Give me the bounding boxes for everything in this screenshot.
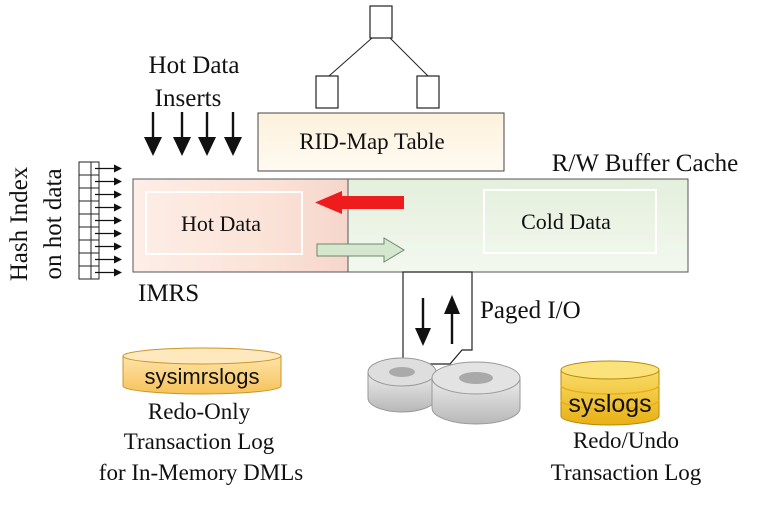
hash-bucket [78, 265, 92, 280]
redo-only-label-line2: Transaction Log [124, 429, 275, 454]
hash-bucket [78, 226, 92, 241]
hash-bucket [78, 161, 92, 176]
green-migration-arrow [316, 237, 405, 263]
cold-data-label: Cold Data [521, 209, 611, 234]
hash-pointer-arrowhead [114, 255, 122, 264]
redo-undo-label-line2: Transaction Log [551, 460, 702, 485]
rid-map-tree [315, 5, 440, 109]
hash-bucket [78, 187, 92, 202]
rid-map-table: RID-Map Table [257, 112, 505, 172]
hash-bucket [78, 239, 92, 254]
rid-map-table-label: RID-Map Table [299, 129, 445, 154]
hot-data-label: Hot Data [181, 211, 261, 236]
sysimrslogs-label: sysimrslogs [145, 364, 260, 389]
imrs-area: Hot Data [132, 178, 349, 273]
buffer-cache-area: Cold Data [347, 178, 689, 273]
hash-index-label-line1: Hash Index [6, 166, 33, 281]
hash-pointer-arrowhead [114, 203, 122, 212]
redo-only-label-line3: for In-Memory DMLs [99, 460, 303, 485]
redo-only-label-line1: Redo-Only [148, 399, 251, 424]
hash-index-buckets [78, 161, 122, 280]
insert-arrows [144, 112, 242, 156]
redo-undo-label-line1: Redo/Undo [573, 428, 679, 453]
hash-pointer-arrowhead [114, 268, 122, 277]
syslogs-cylinder: syslogs [560, 360, 660, 426]
imrs-label: IMRS [138, 280, 199, 307]
hash-bucket [78, 174, 92, 189]
hash-pointer-arrowhead [114, 177, 122, 186]
red-migration-arrow [315, 191, 404, 214]
paged-io-channel [402, 271, 473, 365]
hash-pointer-arrowhead [114, 164, 122, 173]
hot-data-inserts-label-line1: Hot Data [149, 52, 240, 79]
disk-storage-icon [367, 357, 521, 425]
paged-io-label: Paged I/O [480, 297, 581, 324]
hash-index-label-line2: on hot data [40, 168, 67, 279]
hot-data-inserts-label-line2: Inserts [155, 85, 222, 112]
hash-bucket [78, 200, 92, 215]
hash-pointer-arrowhead [114, 190, 122, 199]
sysimrslogs-cylinder: sysimrslogs [122, 347, 282, 395]
hash-pointer-arrowhead [114, 216, 122, 225]
hash-bucket [78, 252, 92, 267]
hash-pointer-arrowhead [114, 229, 122, 238]
rw-buffer-cache-label: R/W Buffer Cache [552, 150, 739, 177]
hash-pointer-arrowhead [114, 242, 122, 251]
hash-bucket [78, 213, 92, 228]
hash-index-label: Hash Index on hot data [6, 166, 67, 281]
syslogs-label: syslogs [568, 390, 651, 418]
